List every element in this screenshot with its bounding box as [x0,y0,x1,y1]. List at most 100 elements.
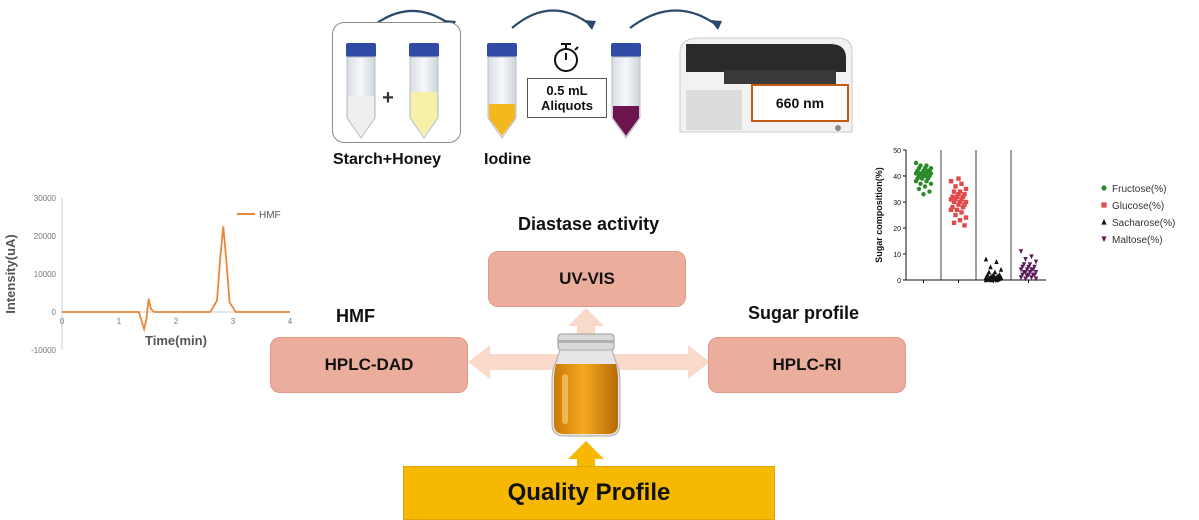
legend-marker [1101,236,1107,243]
wavelength-box: 660 nm [751,84,849,122]
data-point [924,179,929,184]
data-point [913,171,919,176]
data-point [1029,275,1034,281]
data-point [963,199,969,205]
data-point [959,181,964,186]
y-tick-label: 0 [897,278,901,285]
x-tick-label: 4 [288,317,293,326]
y-tick-label: 50 [893,148,901,155]
data-point [921,192,926,197]
y-tick-label: 30 [893,200,901,207]
data-point [953,197,958,202]
data-point [1021,270,1027,275]
hmf-series-line [62,226,290,333]
tube-icon [487,43,517,139]
data-point [1026,264,1031,270]
y-tick-label: 0 [52,308,57,317]
data-point [957,218,963,223]
starch-honey-label: Starch+Honey [333,151,442,168]
data-point [953,184,958,189]
iodine-label: Iodine [484,151,532,168]
data-point [994,259,999,264]
data-point [988,264,993,270]
data-point [954,207,960,212]
data-point [954,194,960,199]
data-point [963,186,969,192]
data-point [916,186,922,192]
x-tick-label: 3 [231,317,236,326]
data-point [948,179,954,184]
data-point [951,220,957,225]
x-axis-title: Time(min) [145,333,207,348]
data-point [1033,270,1039,275]
data-point [960,205,966,210]
data-point [956,202,961,207]
legend-marker [1101,185,1107,191]
y-tick-label: 40 [893,174,901,181]
data-point [956,176,961,181]
data-point [962,202,967,207]
data-point [1020,264,1025,270]
plus-sign: + [382,87,394,109]
data-point [950,205,955,210]
data-point [1033,259,1039,265]
data-point [983,256,989,262]
wavelength-label: 660 nm [775,95,825,111]
data-point [1032,264,1037,270]
data-point [1024,267,1030,273]
data-point [1020,272,1025,278]
data-point [994,277,999,283]
tube-icon [611,43,641,139]
data-point [983,277,989,283]
data-point [948,207,954,212]
data-point [922,184,928,189]
up-arrow-quality [568,441,604,466]
data-point [957,199,963,205]
legend-marker [1101,218,1107,225]
data-point [1030,272,1036,278]
y-tick-label: 20000 [34,232,57,241]
y-tick-label: 10000 [34,270,57,279]
diastase-heading: Diastase activity [518,214,660,234]
data-point [962,192,967,197]
data-point [913,179,919,184]
data-point [1029,254,1034,260]
data-point [950,194,955,199]
aliquot-box: 0.5 mL Aliquots [527,78,607,118]
starch-honey-panel [332,22,461,143]
hplc-dad-label: HPLC-DAD [324,355,414,374]
uv-vis-label: UV-VIS [559,269,615,288]
tube-icon [346,43,376,139]
tube-icon [409,43,439,139]
y-axis-title: Sugar composition(%) [874,167,884,263]
honey-jar-icon [551,333,621,437]
data-point [956,192,961,197]
legend-marker [1101,202,1107,208]
data-point [1023,257,1028,262]
data-point [913,160,919,166]
data-point [1023,276,1028,282]
data-point [1027,262,1033,268]
data-point [928,181,934,186]
legend-label: Maltose(%) [1112,235,1163,246]
data-point [953,212,958,218]
x-tick-label: 2 [174,317,179,326]
y-tick-label: 30000 [34,194,57,203]
curved-arrow-icon [629,9,719,29]
data-point [959,197,964,202]
hplc-ri-box: HPLC-RI [708,337,906,393]
y-tick-label: -10000 [31,346,56,355]
y-tick-label: 10 [893,252,901,259]
data-point [1027,270,1033,275]
data-point [1029,267,1034,273]
data-point [1033,276,1039,282]
quality-profile-box: Quality Profile [403,466,775,520]
y-tick-label: 20 [893,226,901,233]
data-point [962,223,967,228]
legend-label: Fructose(%) [1112,184,1166,195]
data-point [960,194,966,199]
data-point [1018,275,1024,281]
data-point [988,277,993,283]
legend-label: HMF [259,210,281,221]
